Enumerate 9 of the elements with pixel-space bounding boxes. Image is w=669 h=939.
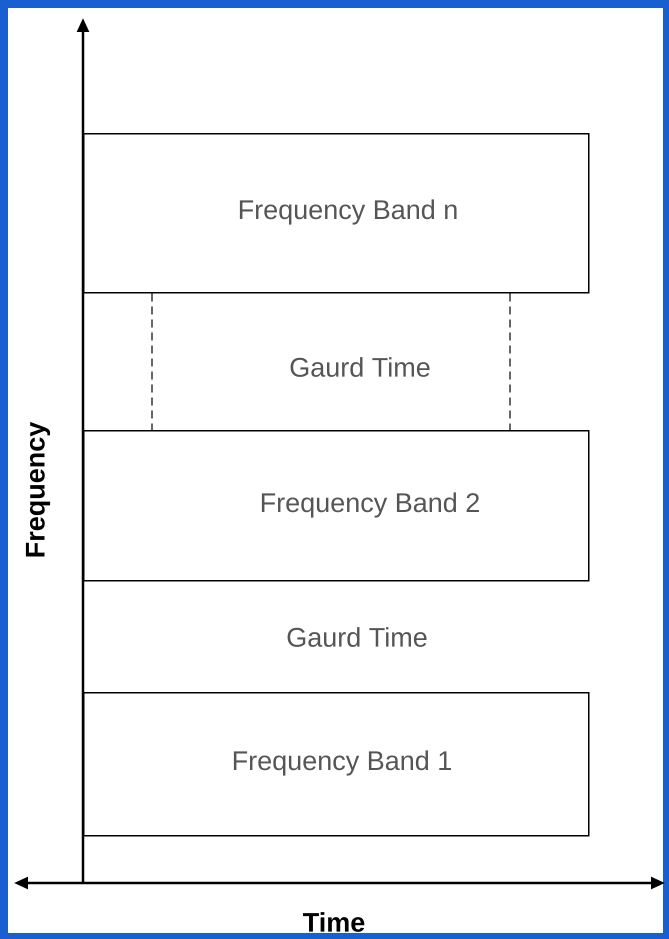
- axis-label: Time: [303, 912, 364, 932]
- band-box: Frequency Band 1: [83, 692, 590, 836]
- guard-time-label: Gaurd Time: [290, 357, 430, 377]
- guard-time-label: Gaurd Time: [288, 627, 427, 647]
- axis-label: Frequency: [26, 422, 50, 556]
- dashed-line: [509, 294, 511, 430]
- band-box: Frequency Band 2: [83, 430, 590, 582]
- band-box: Frequency Band n: [83, 133, 590, 294]
- dashed-line: [151, 294, 153, 430]
